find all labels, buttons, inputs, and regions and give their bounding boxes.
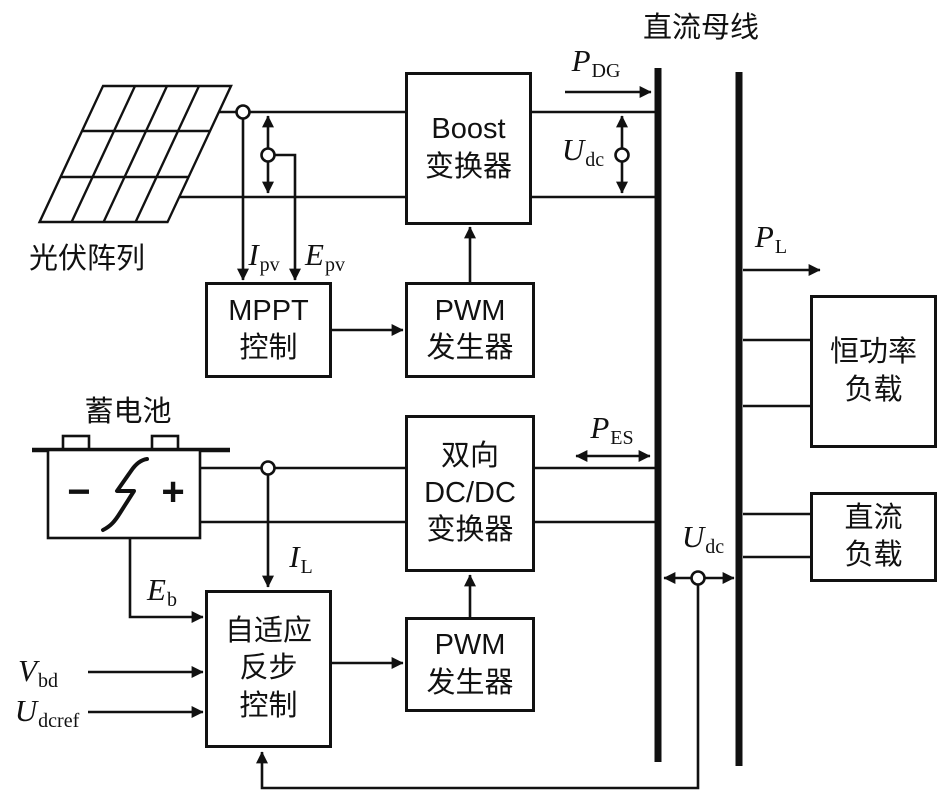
block-text: 自适应 [224,615,312,648]
block-text: 控制 [239,689,298,722]
block-constant-power-load: 恒功率 负载 [810,295,937,448]
block-text: PWM [434,294,506,327]
block-text: DC/DC [424,476,516,509]
wire-feedback [256,584,700,790]
pv-array-label: 光伏阵列 [28,243,146,275]
label-e-b: Eb [147,572,177,611]
battery-label: 蓄电池 [84,396,172,428]
arrow-epv [274,153,301,281]
label-p-l: PL [754,219,788,258]
dc-bus-title: 直流母线 [642,12,760,44]
block-text: 直流 [844,501,903,534]
lightning-icon [101,457,149,532]
block-bidirectional-dcdc-converter: 双向 DC/DC 变换器 [405,415,535,572]
label-u-dc-top: Udc [561,132,605,171]
block-text: PWM [434,629,506,662]
block-text: 双向 [440,439,499,472]
block-text: 负载 [844,373,903,406]
block-text: 控制 [239,332,298,364]
block-pwm-generator-bottom: PWM 发生器 [405,617,535,712]
block-pwm-generator-top: PWM 发生器 [405,282,535,378]
block-text: 反步 [239,652,298,685]
arrow-eb [128,538,204,623]
block-text: 变换器 [426,514,514,547]
block-text: 发生器 [426,666,514,699]
pv-array-icon [37,84,233,224]
battery-icon [32,434,230,540]
block-adaptive-backstepping-control: 自适应 反步 控制 [205,590,332,748]
junction-udc-bus [690,570,706,586]
label-p-es: PES [590,410,634,449]
battery-plus-sign: + [161,470,185,514]
block-boost-converter: Boost 变换器 [405,72,532,225]
block-text: MPPT [228,294,309,327]
label-v-bd: Vbd [18,653,58,692]
label-e-pv: Epv [305,237,345,276]
battery-minus-sign: − [67,470,91,514]
block-text: Boost [431,113,506,146]
block-text: 发生器 [426,332,514,364]
label-p-dg: PDG [571,43,621,82]
junction-udc-top [614,147,630,163]
label-u-dcref: Udcref [14,693,80,732]
block-text: 负载 [844,539,903,571]
block-text: 变换器 [424,150,512,183]
junction-ipv [235,104,251,120]
block-text: 恒功率 [829,336,917,369]
label-u-dc-bus: Udc [681,519,725,558]
junction-il [260,460,276,476]
junction-epv [260,147,276,163]
block-mppt-control: MPPT 控制 [205,282,332,378]
block-dc-load: 直流 负载 [810,492,937,582]
label-i-pv: Ipv [248,237,280,276]
label-i-l: IL [289,539,313,578]
